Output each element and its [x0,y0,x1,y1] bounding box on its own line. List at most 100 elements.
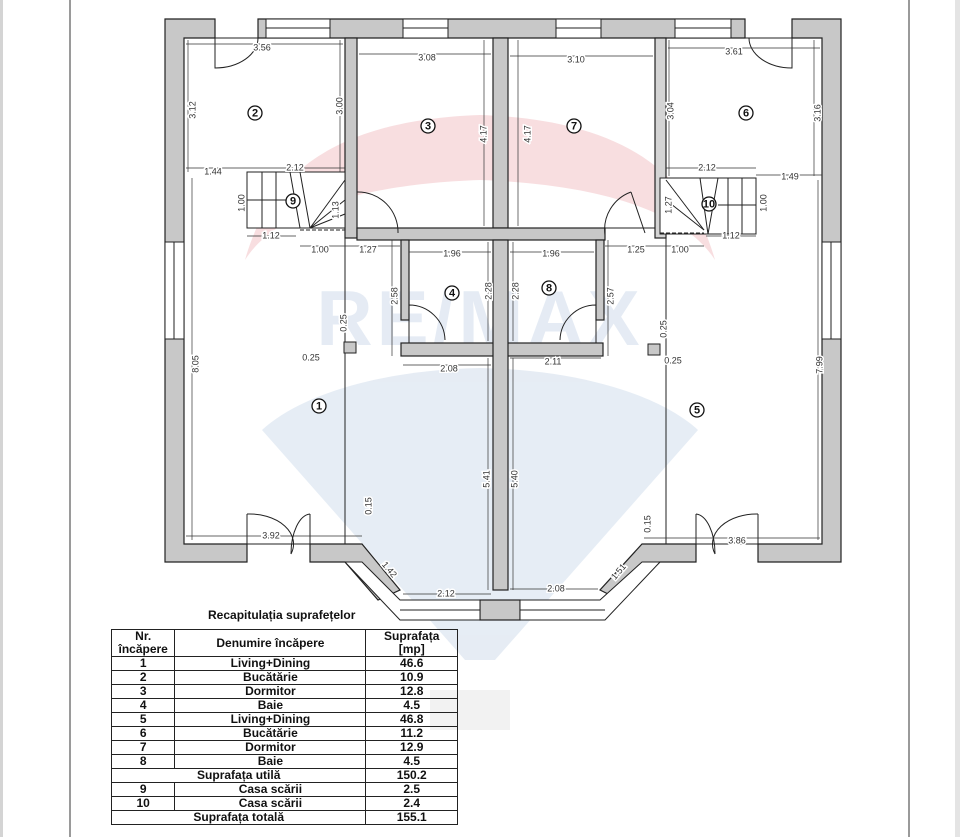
dimension-label: 1.00 [236,194,246,212]
room-number-label: 7 [571,120,577,132]
dimension-label: 0.25 [664,355,682,365]
dimension-label: 0.15 [363,497,373,515]
dimension-label: 3.16 [812,104,822,122]
svg-text:0.25: 0.25 [338,314,348,332]
svg-text:2.12: 2.12 [437,588,455,598]
dimension-label: 1.13 [330,201,340,219]
dimension-label: 3.12 [187,101,197,119]
svg-text:1.12: 1.12 [262,230,280,240]
dimension-label: 4.17 [478,125,488,143]
svg-text:0.15: 0.15 [642,515,652,533]
dimension-label: 3.04 [665,102,675,120]
room-number-label: 2 [252,107,258,119]
svg-text:2.58: 2.58 [389,287,399,305]
svg-text:3.00: 3.00 [334,97,344,115]
dimension-label: 3.10 [567,54,585,64]
room-number-label: 9 [290,195,296,207]
svg-text:5.40: 5.40 [509,470,519,488]
svg-text:4.17: 4.17 [522,125,532,143]
dimension-label: 3.56 [253,42,271,52]
room-number-circle [311,398,327,414]
dimension-label: 1.96 [443,248,461,258]
dimension-label: 1.49 [781,171,799,181]
svg-text:1.96: 1.96 [443,248,461,258]
dimension-label: 1.27 [663,196,673,214]
dimension-label: 1.44 [204,166,222,176]
dimension-label: 2.12 [286,162,304,172]
room-number-circle [541,280,557,296]
windows [164,18,842,621]
svg-text:3.56: 3.56 [253,42,271,52]
svg-text:1.12: 1.12 [722,230,740,240]
dimension-label: 2.58 [389,287,399,305]
dimension-label: 1.12 [262,230,280,240]
room-number-label: 8 [546,282,552,294]
viewer-edge-right [955,0,960,837]
dimension-label: 5.40 [509,470,519,488]
svg-text:0.15: 0.15 [363,497,373,515]
svg-text:7.99: 7.99 [814,356,824,374]
dimension-label: 2.12 [698,162,716,172]
summary-table-title: Recapitulația suprafețelor [208,608,356,622]
svg-text:2.28: 2.28 [483,282,493,300]
room-number-circle [701,196,717,212]
svg-text:1.27: 1.27 [359,244,377,254]
dimension-label: 1.27 [359,244,377,254]
dimension-label: 2.12 [437,588,455,598]
dimension-label: 2.28 [510,282,520,300]
svg-text:2.08: 2.08 [440,363,458,373]
dimension-label: 3.86 [728,535,746,545]
dimension-label: 1.00 [758,194,768,212]
room-number-circle [738,105,754,121]
dimension-label: 3.92 [262,530,280,540]
svg-text:8.05: 8.05 [190,355,200,373]
svg-text:3.61: 3.61 [725,46,743,56]
svg-text:1.96: 1.96 [542,248,560,258]
svg-text:3.10: 3.10 [567,54,585,64]
room-number-label: 1 [316,400,322,412]
svg-text:1.00: 1.00 [311,244,329,254]
table-header-row: Nr. încăpere Denumire încăpere Suprafața… [110,629,458,657]
svg-text:0.25: 0.25 [664,355,682,365]
svg-text:3.08: 3.08 [418,52,436,62]
dimension-label: 4.17 [522,125,532,143]
shaft-left [343,341,357,354]
svg-text:2.12: 2.12 [286,162,304,172]
area-summary-table: Nr. încăpere Denumire încăpere Suprafața… [110,629,458,825]
dimension-label: 5.41 [481,470,491,488]
header-room-number: Nr. încăpere [110,629,176,657]
dimension-label: 7.99 [814,356,824,374]
svg-text:1.00: 1.00 [236,194,246,212]
svg-text:1.25: 1.25 [627,244,645,254]
svg-text:1.00: 1.00 [758,194,768,212]
room-number-label: 10 [703,198,715,210]
room-number-label: 5 [694,404,700,416]
dimension-label: 1.00 [311,244,329,254]
svg-text:4.17: 4.17 [478,125,488,143]
svg-text:3.12: 3.12 [187,101,197,119]
svg-text:2.28: 2.28 [510,282,520,300]
room-number-circle [689,402,705,418]
dimension-label: 2.11 [545,356,562,366]
svg-text:1.49: 1.49 [781,171,799,181]
dimension-label: 0.25 [302,352,320,362]
room-outlines [183,37,823,545]
svg-text:1.13: 1.13 [330,201,340,219]
svg-text:3.86: 3.86 [728,535,746,545]
svg-text:2.12: 2.12 [698,162,716,172]
page-border-right [908,0,910,837]
svg-text:2.57: 2.57 [605,287,615,305]
svg-text:1.44: 1.44 [204,166,222,176]
